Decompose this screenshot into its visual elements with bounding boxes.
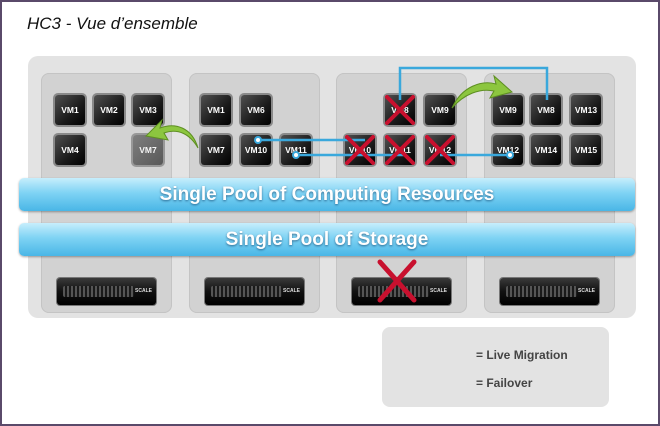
failover-endpoint xyxy=(506,151,514,159)
live-migration-arrow xyxy=(451,74,514,109)
failover-endpoint xyxy=(254,136,262,144)
vm-tile: VM3 xyxy=(133,95,163,125)
vm-failure-mark xyxy=(345,135,375,165)
server-appliance: SCALE xyxy=(205,278,304,305)
diagram-title: HC3 - Vue d’ensemble xyxy=(27,14,198,33)
server-vent xyxy=(63,286,134,297)
legend-live-migration-label: = Live Migration xyxy=(476,348,568,362)
vm-tile: VM14 xyxy=(531,135,561,165)
vm-failure-mark xyxy=(385,135,415,165)
server-brand: SCALE xyxy=(578,288,595,294)
server-brand: SCALE xyxy=(283,288,300,294)
storage-pool-band: Single Pool of Storage xyxy=(19,223,635,256)
vm-tile: VM15 xyxy=(571,135,601,165)
server-appliance: SCALE xyxy=(500,278,599,305)
live-migration-arrow xyxy=(144,118,199,149)
legend-failover-label: = Failover xyxy=(476,376,533,390)
server-vent xyxy=(211,286,282,297)
vm-failure-mark xyxy=(425,135,455,165)
vm-tile: VM1 xyxy=(201,95,231,125)
server-brand: SCALE xyxy=(430,288,447,294)
vm-tile: VM6 xyxy=(241,95,271,125)
vm-tile: VM9 xyxy=(425,95,455,125)
failure-marks xyxy=(345,95,455,165)
vm-tile: VM13 xyxy=(571,95,601,125)
failover-lines xyxy=(258,66,549,157)
server-brand: SCALE xyxy=(135,288,152,294)
server-failure-mark xyxy=(377,259,417,303)
failover-endpoints xyxy=(254,136,514,159)
server-appliance: SCALE xyxy=(57,278,156,305)
vm-tile: VM2 xyxy=(94,95,124,125)
vm-failure-mark xyxy=(385,95,415,125)
vm-tile: VM4 xyxy=(55,135,85,165)
legend-box xyxy=(382,327,609,407)
vm-tile: VM12 xyxy=(493,135,523,165)
vm-tile: VM1 xyxy=(55,95,85,125)
computing-pool-band: Single Pool of Computing Resources xyxy=(19,178,635,211)
vm-tile: VM7 xyxy=(201,135,231,165)
server-vent xyxy=(358,286,429,297)
vm-tile: VM9 xyxy=(493,95,523,125)
failover-line xyxy=(398,66,549,100)
server-vent xyxy=(506,286,577,297)
vm-tile: VM7 xyxy=(133,135,163,165)
failover-endpoint xyxy=(292,151,300,159)
